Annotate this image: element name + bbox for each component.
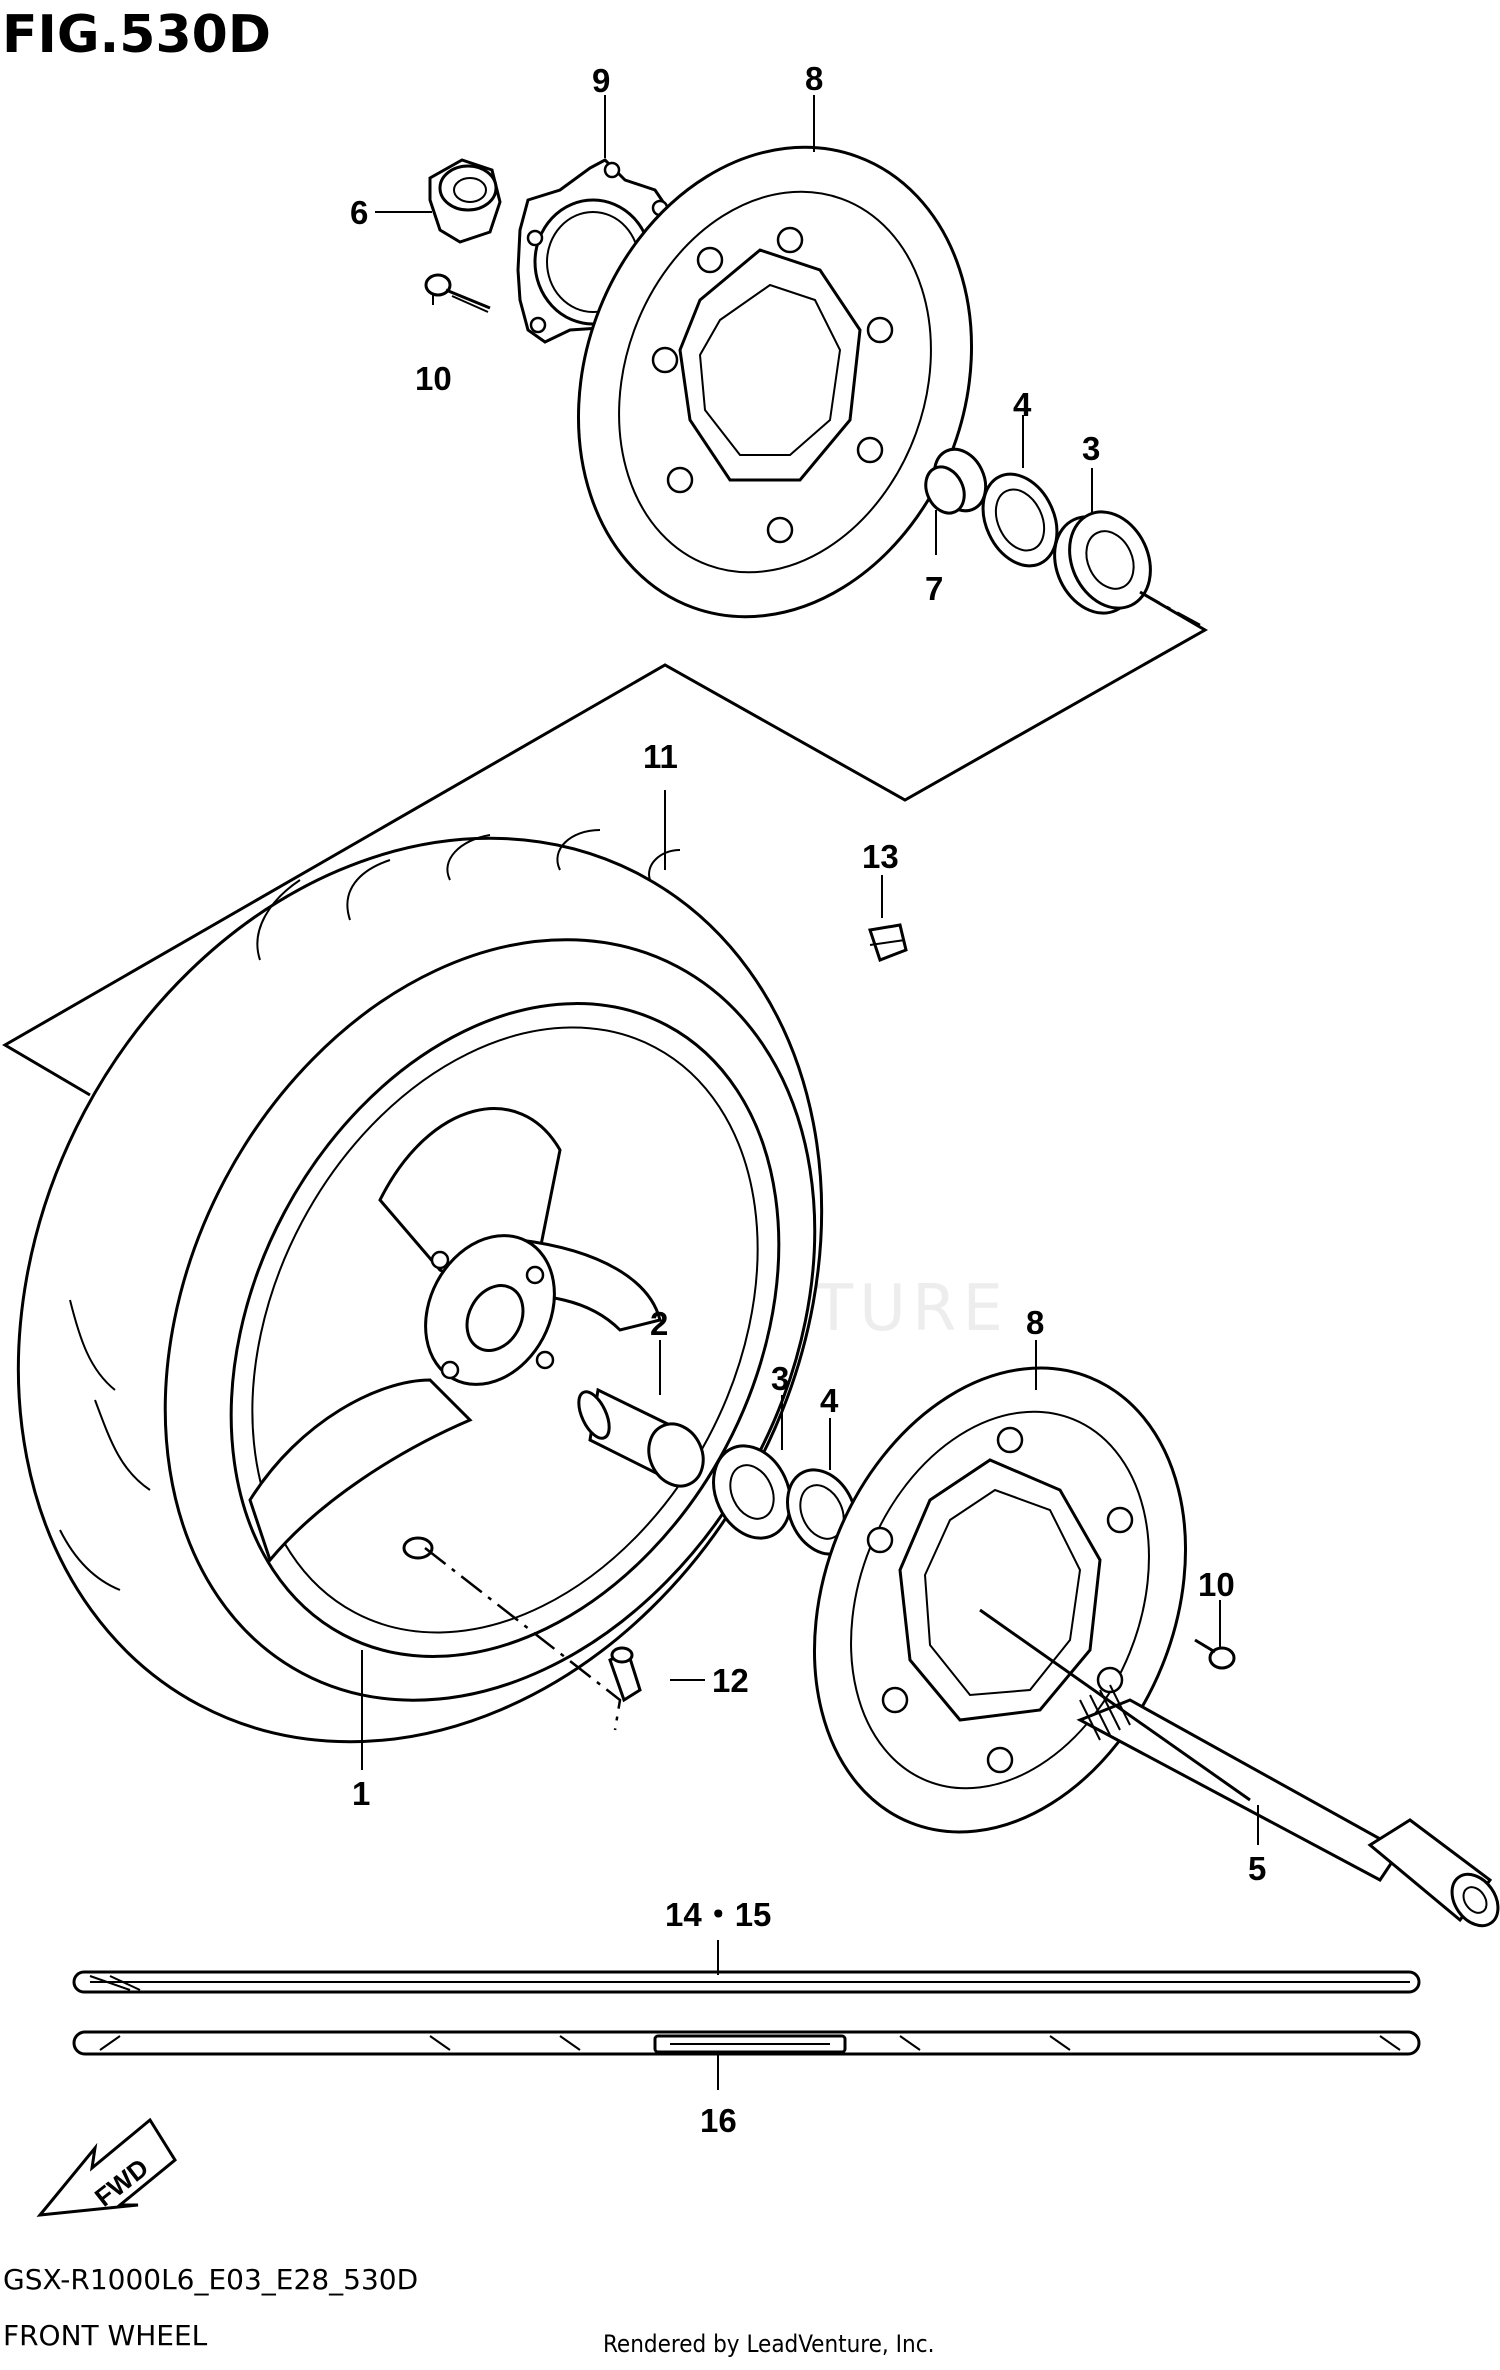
part-3-bearing-upper (1053, 510, 1152, 615)
callout-2: 2 (650, 1305, 668, 1342)
callouts: 9 8 6 10 4 3 7 11 13 2 8 3 4 10 12 1 5 1… (350, 60, 1266, 2139)
part-4-seal-upper (981, 472, 1059, 568)
leader-lines (361, 95, 1259, 2090)
callout-14-15: 14・15 (665, 1896, 771, 1933)
callout-6: 6 (350, 194, 368, 231)
part-13-balance-weight (868, 923, 908, 962)
figure-code: GSX-R1000L6_E03_E28_530D (3, 2263, 418, 2296)
callout-4-upper: 4 (1013, 386, 1032, 423)
part-10-bolt-lower (1194, 1638, 1236, 1670)
callout-11: 11 (643, 738, 678, 775)
part-2-spacer (577, 1387, 705, 1488)
part-14-15-rim-stripe (72, 1970, 1421, 1994)
callout-8-lower: 8 (1026, 1304, 1044, 1341)
part-16-rim-decal (72, 2030, 1421, 2056)
part-12-valve (608, 1646, 642, 1703)
callout-16: 16 (700, 2102, 737, 2139)
part-3-bearing-lower (712, 1444, 792, 1540)
part-8-brake-disc-upper (576, 145, 974, 619)
callout-1: 1 (352, 1775, 370, 1812)
fwd-arrow: FWD (36, 2117, 177, 2217)
callout-10-lower: 10 (1198, 1566, 1235, 1603)
callout-3-lower: 3 (771, 1360, 789, 1397)
part-1-wheel (229, 1002, 781, 1658)
callout-4-lower: 4 (820, 1382, 839, 1419)
valve-leader (424, 1547, 622, 1731)
callout-8-upper: 8 (805, 60, 823, 97)
callout-7: 7 (925, 570, 943, 607)
callout-9: 9 (592, 62, 610, 99)
part-6-nut (428, 158, 502, 244)
render-credit: Rendered by LeadVenture, Inc. (603, 2330, 934, 2358)
callout-3-upper: 3 (1082, 430, 1100, 467)
part-10-bolt-upper (424, 273, 491, 313)
callout-5: 5 (1248, 1850, 1266, 1887)
exploded-frame-lines (2, 590, 1209, 1097)
part-7-spacer (924, 447, 988, 515)
callout-13: 13 (862, 838, 899, 875)
figure-name: FRONT WHEEL (3, 2319, 208, 2352)
callout-10-upper: 10 (415, 360, 452, 397)
part-5-axle (979, 1608, 1500, 1928)
figure-title: FIG.530D (2, 5, 271, 65)
callout-12: 12 (712, 1662, 749, 1699)
